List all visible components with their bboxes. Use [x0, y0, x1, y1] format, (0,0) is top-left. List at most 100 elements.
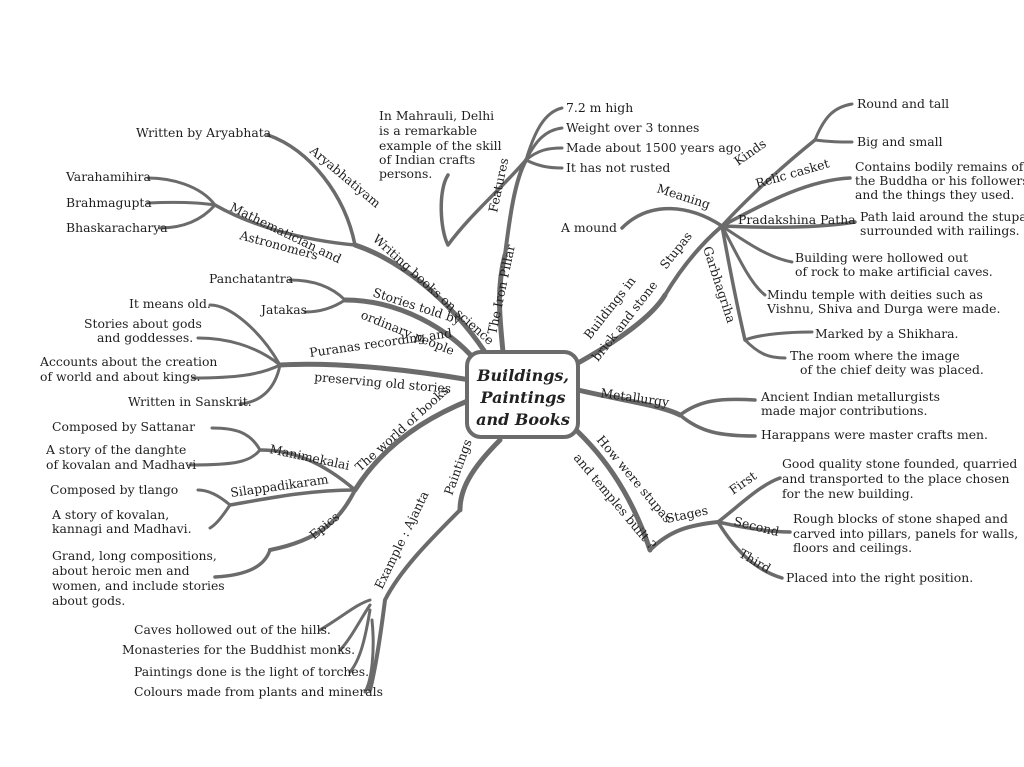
puranas-section: Puranas recording and preserving old sto… — [39, 296, 453, 409]
relic-text-3: and the things they used. — [855, 187, 1014, 202]
center-line-3: and Books — [476, 410, 570, 429]
stupas-label: Stupas — [657, 229, 695, 272]
branch-feature-1 — [524, 106, 564, 162]
branch-pradakshina — [720, 220, 857, 229]
branch-garbhagriha — [720, 224, 747, 342]
branch-painting-4 — [363, 618, 375, 694]
branch-epics — [268, 488, 357, 552]
buildings-section: Buildings in brick and stone Stupas Mean… — [560, 96, 1024, 377]
story-item-2: Jatakas — [259, 302, 307, 317]
branch-iron-pillar — [497, 252, 508, 355]
stage-second-label: Second — [732, 513, 780, 539]
manimekalai-item-1: Composed by Sattanar — [52, 419, 195, 434]
branch-math-2 — [146, 200, 217, 207]
iron-desc-5: persons. — [379, 166, 432, 181]
epics-desc-3: women, and include stories — [52, 578, 225, 593]
branch-math-3 — [158, 203, 217, 230]
iron-pillar-section: The Iron Pillar Features In Mahrauli, De… — [379, 100, 741, 336]
pradakshina-text-1: Path laid around the stupa — [860, 209, 1024, 224]
branch-stage-second — [716, 520, 792, 534]
relic-text-2: the Buddha or his followers — [855, 173, 1024, 188]
purana-item-3a: Accounts about the creation — [39, 354, 217, 369]
stage-first-text-2: and transported to the place chosen — [782, 471, 1010, 486]
pradakshina-label: Pradakshina Patha — [738, 212, 856, 227]
metallurgy-label: Metallurgy — [600, 385, 671, 409]
branch-kinds — [720, 138, 817, 228]
metal-item-1a: Ancient Indian metallurgists — [760, 389, 940, 404]
branch-stages — [648, 520, 720, 552]
world-of-books-label: The world of books — [352, 383, 451, 474]
branch-paintings — [457, 437, 503, 513]
math-item-1: Varahamihira — [65, 169, 151, 184]
math-item-2: Brahmagupta — [66, 195, 152, 210]
branch-temple — [720, 224, 767, 297]
iron-desc-4: of Indian crafts — [379, 152, 475, 167]
stage-first-text-3: for the new building. — [782, 486, 914, 501]
center-box — [465, 350, 580, 439]
how-built-section: How were stupas and temples built ? Stag… — [571, 432, 1018, 585]
painting-item-1: Caves hollowed out of the hills. — [134, 622, 331, 637]
branch-stories — [342, 297, 478, 363]
caves-text-2: of rock to make artificial caves. — [795, 264, 993, 279]
aryabhatiyam-item: Written by Aryabhata — [136, 125, 272, 140]
iron-desc-2: is a remarkable — [379, 123, 477, 138]
kind-2: Big and small — [857, 134, 943, 149]
branch-caves — [720, 224, 794, 264]
relic-text-1: Contains bodily remains of — [855, 159, 1024, 174]
shikhara-text: Marked by a Shikhara. — [815, 326, 958, 341]
branch-relic — [720, 176, 852, 228]
purana-item-4: Written in Sanskrit. — [128, 394, 252, 409]
feature-4: It has not rusted — [566, 160, 670, 175]
story-item-1: Panchatantra — [209, 271, 294, 286]
silappadikaram-item-2b: kannagi and Madhavi. — [52, 521, 192, 536]
feature-2: Weight over 3 tonnes — [566, 120, 699, 135]
epics-desc-4: about gods. — [52, 593, 125, 608]
temple-text-1: Mindu temple with deities such as — [767, 287, 983, 302]
metal-item-1b: made major contributions. — [761, 403, 927, 418]
branch-aryabhatiyam — [266, 133, 357, 247]
branch-purana-4 — [238, 363, 282, 406]
stage-third-text: Placed into the right position. — [786, 570, 973, 585]
branch-kind-1 — [813, 102, 854, 142]
caves-text-1: Building were hollowed out — [795, 250, 968, 265]
features-label: Features — [485, 156, 511, 213]
branch-iron-description — [439, 158, 528, 247]
silappadikaram-item-2a: A story of kovalan, — [51, 507, 169, 522]
branch-world-of-books — [352, 397, 473, 493]
branch-mani-1 — [210, 426, 262, 452]
manimekalai-label: Manimekalai — [268, 441, 351, 473]
branch-kind-2 — [813, 138, 854, 144]
branch-silappadikaram — [228, 488, 357, 507]
branch-silap-2 — [208, 503, 232, 530]
branch-math-1 — [146, 176, 217, 207]
aryabhatiyam-label: Aryabhatiyam — [306, 142, 384, 211]
manimekalai-item-2b: of kovalan and Madhavi — [46, 457, 196, 472]
branch-feature-2 — [524, 126, 564, 162]
branch-epics-desc — [213, 548, 272, 579]
branch-math — [213, 203, 357, 247]
stage-second-text-1: Rough blocks of stone shaped and — [793, 511, 1008, 526]
iron-pillar-label: The Iron Pillar — [484, 243, 518, 335]
branch-stage-first — [716, 476, 782, 524]
branch-lines — [146, 102, 857, 694]
paintings-label: Paintings — [441, 437, 475, 497]
purana-item-3b: of world and about kings. — [40, 369, 200, 384]
branch-story-1 — [288, 278, 347, 302]
branch-meaning — [620, 206, 724, 230]
iron-desc-3: example of the skill — [379, 138, 502, 153]
branch-metallurgy — [575, 387, 683, 418]
stage-second-text-2: carved into pillars, panels for walls, — [793, 526, 1018, 541]
branch-feature-4 — [524, 158, 564, 170]
branch-ajanta — [368, 508, 462, 692]
kind-1: Round and tall — [857, 96, 949, 111]
branch-manimekalai — [258, 448, 357, 492]
center-node: Buildings, Paintings and Books — [465, 350, 580, 439]
branch-silap-1 — [196, 488, 232, 507]
painting-item-2: Monasteries for the Buddhist monks. — [122, 642, 355, 657]
metal-item-2: Harappans were master crafts men. — [761, 427, 988, 442]
branch-purana-1 — [208, 303, 282, 367]
branch-metal-1 — [678, 397, 757, 417]
temple-text-2: Vishnu, Shiva and Durga were made. — [766, 301, 1000, 316]
